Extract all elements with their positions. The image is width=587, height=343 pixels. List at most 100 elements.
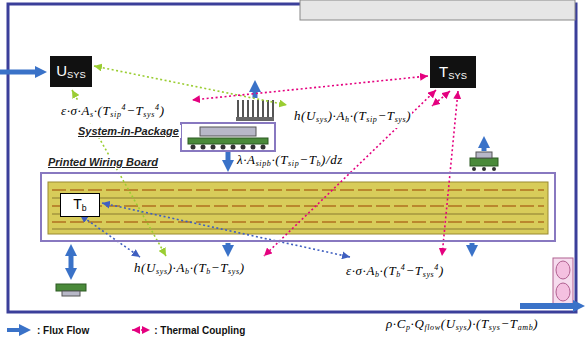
- component-substrate: [470, 158, 498, 166]
- board-layer: [52, 229, 544, 230]
- fan-blade: [556, 283, 570, 301]
- flux-arrow: [0, 70, 38, 75]
- variable-box: Tb: [60, 193, 100, 217]
- flux-arrow: [520, 303, 576, 309]
- die: [200, 127, 256, 136]
- subscript: h: [345, 115, 350, 124]
- variable-box: TSYS: [430, 56, 476, 88]
- heatsink-fin: [242, 100, 244, 117]
- fan-housing: [553, 258, 573, 304]
- subscript: b: [316, 159, 321, 168]
- board-layer: [52, 189, 544, 191]
- legend: : Flux Flow : Thermal Coupling: [6, 324, 279, 336]
- superscript: 4: [434, 263, 439, 272]
- system-enclosure: [8, 4, 576, 312]
- subscript: sip: [288, 159, 299, 168]
- formula-label: h(Usys)·Ab·(Tb−Tsys): [133, 260, 246, 280]
- formula-label: ρ·Cp·Qflow(Usys)·(Tsys−Tamb): [385, 316, 539, 336]
- subscript: sys: [395, 115, 407, 124]
- subscript: SYS: [67, 71, 86, 81]
- subscript: b: [206, 267, 211, 276]
- package-outline: System-in-Package: [180, 122, 276, 152]
- legend-item: : Flux Flow: [6, 324, 89, 336]
- section-heading: Printed Wiring Board: [46, 156, 160, 169]
- flux-arrow: [470, 243, 475, 248]
- board-outline: Printed Wiring BoardTb: [40, 172, 556, 242]
- component: [470, 152, 498, 171]
- subscript: sys: [228, 267, 240, 276]
- heatsink-fin: [247, 100, 249, 117]
- legend-sample: [132, 329, 150, 331]
- variable-label: USYS: [56, 62, 85, 80]
- solder-ball: [241, 145, 246, 150]
- solder-ball: [482, 167, 486, 171]
- subscript: p: [406, 323, 411, 332]
- solder-ball: [251, 145, 256, 150]
- legend-swatch: [6, 324, 34, 336]
- legend-text: : Thermal Coupling: [154, 325, 245, 336]
- formula-label: ε·σ·Ab·(Tb4−Tsys4): [345, 260, 445, 283]
- subscript: amb: [518, 323, 534, 332]
- superscript: 4: [155, 103, 160, 112]
- solder-ball: [472, 167, 476, 171]
- formula-label: λ·Asipb·(Tsip−Tb)/dz: [236, 152, 344, 172]
- subscript: sys: [316, 115, 328, 124]
- subscript: SYS: [448, 71, 467, 81]
- flux-arrow: [69, 253, 74, 271]
- subscript: b: [375, 270, 380, 279]
- legend-item: : Thermal Coupling: [123, 324, 245, 336]
- variable-box: USYS: [50, 56, 92, 87]
- heatsink-fin: [257, 100, 259, 117]
- component-substrate: [56, 284, 86, 291]
- subscript: b: [82, 204, 87, 214]
- component: [56, 284, 86, 296]
- coupling-line: [102, 203, 350, 257]
- heatsink-fin: [272, 100, 274, 117]
- subscript: sys: [423, 270, 435, 279]
- solder-ball: [221, 145, 226, 150]
- top-panel: [300, 0, 575, 20]
- substrate: [188, 138, 268, 144]
- solder-ball: [191, 145, 196, 150]
- heatsink-fin: [262, 100, 264, 117]
- formula-label: ε·σ·As·(Tsip4−Tsys4): [60, 100, 166, 123]
- solder-ball: [211, 145, 216, 150]
- formula-label: h(Usys)·Ah·(Tsip−Tsys): [293, 108, 412, 128]
- subscript: b: [396, 270, 401, 279]
- legend-swatch: [123, 324, 151, 336]
- component-die: [476, 152, 492, 158]
- coupling-line: [192, 76, 428, 100]
- board-layer: [52, 221, 544, 223]
- board-layer: [52, 205, 544, 207]
- subscript: sys: [456, 323, 468, 332]
- flux-arrow: [482, 145, 487, 151]
- flux-arrow: [226, 152, 231, 163]
- heatsink-fin: [252, 100, 254, 117]
- package-drawing: [188, 127, 268, 150]
- subscript: sys: [143, 110, 155, 119]
- legend-sample: [7, 328, 22, 332]
- subscript: s: [90, 110, 94, 119]
- heatsink-base: [236, 117, 274, 121]
- coupling-line: [80, 215, 140, 257]
- heatsink-fin: [237, 100, 239, 117]
- coupling-line: [432, 91, 450, 106]
- legend-text: : Flux Flow: [37, 325, 89, 336]
- board-layer: [52, 214, 544, 215]
- superscript: 4: [122, 103, 127, 112]
- subscript: sip: [366, 115, 377, 124]
- fan-blade: [556, 261, 570, 279]
- heatsink: [236, 100, 274, 121]
- subscript: sipb: [256, 159, 272, 168]
- subscript: sys: [156, 267, 168, 276]
- heatsink-fin: [267, 100, 269, 117]
- component-die: [62, 291, 80, 296]
- solder-ball: [492, 167, 496, 171]
- solder-ball: [261, 145, 266, 150]
- superscript: 4: [401, 263, 406, 272]
- subscript: sip: [110, 110, 121, 119]
- board-drawing: [48, 182, 548, 234]
- flux-arrow: [226, 243, 231, 248]
- variable-label: Tb: [73, 196, 86, 213]
